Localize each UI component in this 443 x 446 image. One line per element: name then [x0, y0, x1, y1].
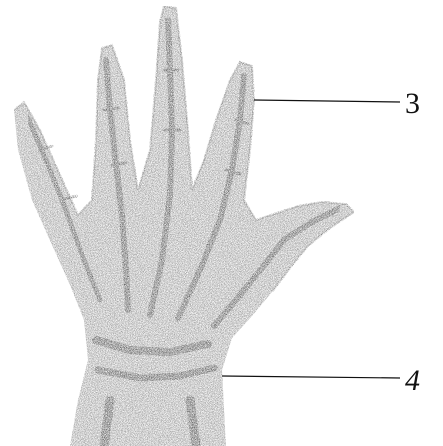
callout-3-leader-line [254, 100, 400, 102]
callout-4-leader-line [222, 376, 400, 378]
callout-3-label: 3 [405, 87, 420, 120]
callout-3: 3 [254, 87, 420, 120]
callout-4-label: 4 [405, 364, 420, 397]
callout-4: 4 [222, 364, 420, 397]
